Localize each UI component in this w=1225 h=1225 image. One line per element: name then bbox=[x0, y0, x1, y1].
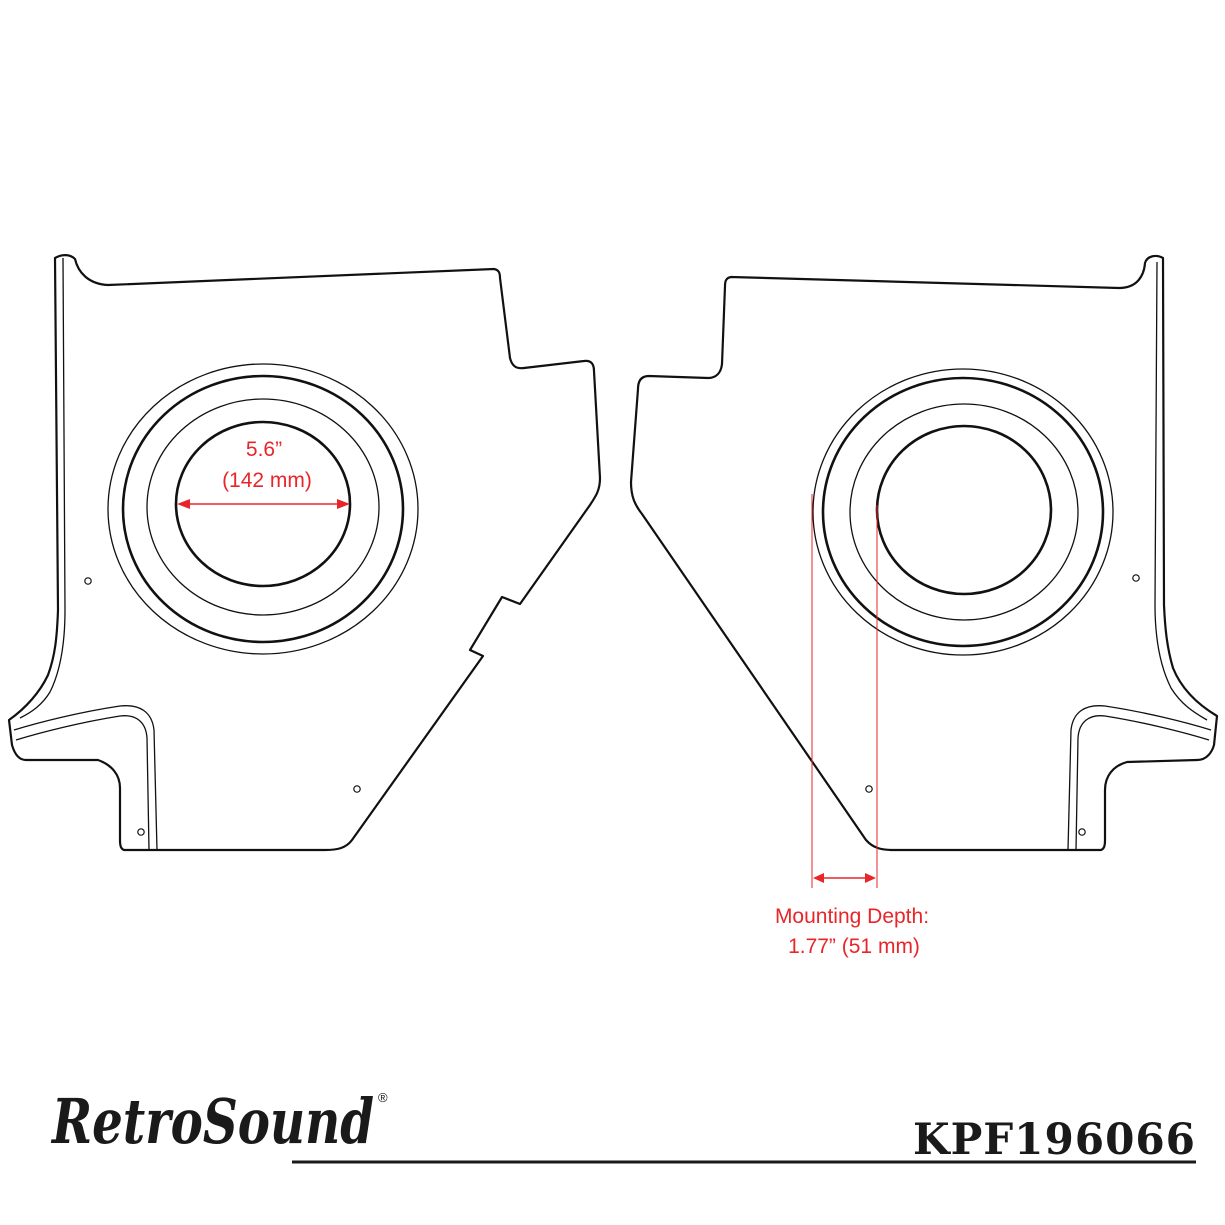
right-floor-trim bbox=[1067, 705, 1212, 851]
retrosound-logo: RetroSound bbox=[50, 1085, 374, 1158]
cutout-size-inches: 5.6” bbox=[246, 438, 282, 461]
right-speaker-rings bbox=[812, 368, 1114, 656]
part-number: KPF196066 bbox=[913, 1115, 1196, 1165]
mounting-hole bbox=[84, 577, 92, 585]
right-kick-panel bbox=[629, 254, 1219, 852]
right-floor-trim-inner bbox=[1075, 715, 1210, 851]
mounting-hole bbox=[1132, 574, 1140, 582]
mounting-hole bbox=[1078, 828, 1086, 836]
left-kick-panel bbox=[7, 254, 602, 852]
left-speaker-rings bbox=[107, 363, 419, 655]
left-panel-outline bbox=[7, 254, 602, 852]
left-floor-trim-inner bbox=[15, 715, 150, 851]
mounting-depth-dimension: Mounting Depth: 1.77” (51 mm) bbox=[775, 494, 929, 958]
brand-logo: RetroSound ® bbox=[50, 1085, 388, 1158]
left-floor-trim bbox=[13, 705, 158, 851]
mounting-depth-value: 1.77” (51 mm) bbox=[788, 935, 920, 958]
mounting-hole bbox=[353, 785, 361, 793]
mounting-hole bbox=[137, 828, 145, 836]
right-panel-inner-edge bbox=[1154, 261, 1208, 721]
cutout-size-mm: (142 mm) bbox=[222, 469, 312, 492]
left-panel-inner-edge bbox=[19, 257, 66, 719]
registered-mark: ® bbox=[378, 1090, 388, 1105]
mounting-hole bbox=[865, 785, 873, 793]
cutout-dimension: 5.6” (142 mm) bbox=[177, 438, 350, 509]
right-panel-outline bbox=[629, 254, 1219, 852]
mounting-depth-label: Mounting Depth: bbox=[775, 905, 929, 928]
